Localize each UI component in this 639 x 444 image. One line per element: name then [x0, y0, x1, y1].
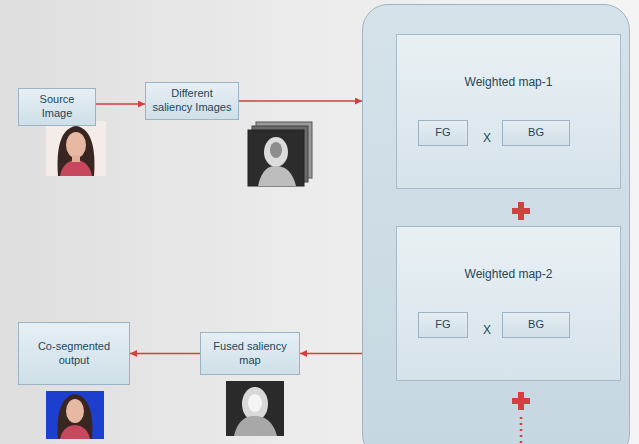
box-label: Different saliency Images — [151, 87, 233, 115]
box-label: Fused saliency map — [206, 340, 294, 368]
box-label: Co-segmented output — [24, 340, 124, 368]
output-box: Co-segmented output — [18, 322, 130, 385]
plus-sign — [512, 392, 530, 410]
flow-arrow — [96, 103, 145, 105]
operator-label: X — [475, 323, 499, 337]
box-label: FG — [435, 126, 450, 140]
output-photo — [46, 391, 104, 439]
operator-label: X — [475, 131, 499, 145]
fused-map — [226, 381, 284, 436]
process-box: Different saliency Images — [145, 82, 239, 120]
term-box: FG — [418, 312, 468, 338]
process-box: Source Image — [18, 88, 96, 126]
box-label: BG — [528, 318, 544, 332]
term-box: FG — [418, 120, 468, 146]
box-label: Weighted map-1 — [397, 75, 620, 90]
term-box: BG — [502, 120, 570, 146]
process-box: Fused saliency map — [200, 332, 300, 375]
flow-arrow — [239, 100, 362, 102]
box-label: FG — [435, 318, 450, 332]
map-box: Weighted map-2FG BG X — [396, 226, 621, 381]
map-box: Weighted map-1FG BG X — [396, 34, 621, 189]
plus-sign — [512, 202, 530, 220]
flow-arrow — [130, 353, 200, 355]
continuation-dots — [520, 417, 523, 444]
box-label: Source Image — [24, 93, 90, 121]
saliency-stack — [248, 122, 312, 186]
source-photo — [46, 121, 106, 176]
box-label: BG — [528, 126, 544, 140]
box-label: Weighted map-2 — [397, 267, 620, 282]
group-panel: Weighted map-1FGBGXWeighted map-2FGBGX — [362, 4, 630, 444]
term-box: BG — [502, 312, 570, 338]
flow-arrow — [300, 353, 362, 355]
